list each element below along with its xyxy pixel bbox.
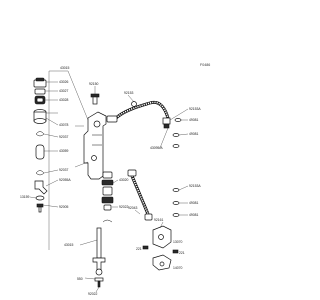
circlip — [102, 219, 113, 223]
diaphragm — [34, 95, 46, 105]
bolts-221 — [142, 245, 179, 254]
label-92043: 92043 — [128, 206, 138, 210]
label-43059: 43059 — [59, 149, 69, 153]
pin-550 — [94, 277, 104, 288]
label-92022: 92022 — [119, 205, 129, 209]
label-92037-upper: 92037 — [59, 135, 69, 139]
label-43078: 43078 — [59, 123, 69, 127]
exploded-parts-diagram: F0486 — [20, 63, 210, 296]
label-92161: 92161 — [154, 218, 164, 222]
label-49081-lower: 49081 — [189, 201, 199, 205]
banjo-bolt-top — [90, 93, 100, 105]
hose-clamp-upper — [35, 131, 45, 137]
reservoir-cap — [33, 77, 47, 88]
label-92150: 92150 — [89, 82, 99, 86]
label-43028: 43028 — [59, 98, 69, 102]
reservoir-tank — [33, 109, 47, 124]
leader-lines — [29, 70, 189, 293]
hose-fitting-top-right — [106, 101, 137, 123]
label-550: 550 — [77, 277, 83, 281]
push-rod — [92, 227, 106, 276]
label-13159: 13159 — [20, 195, 30, 199]
label-92022-bottom: 92022 — [88, 292, 98, 296]
label-49081-upper: 49081 — [189, 118, 199, 122]
label-92153: 92153 — [124, 91, 134, 95]
brake-hose-lower — [127, 169, 153, 221]
hose-clamp-lower — [35, 170, 45, 176]
diaphragm-plate — [34, 88, 46, 95]
oring-13159 — [35, 195, 45, 201]
label-43015: 43015 — [60, 66, 70, 70]
label-92005: 92005 — [59, 205, 69, 209]
washer-set-right-upper — [172, 118, 182, 148]
label-221-left: 221 — [136, 247, 142, 251]
screw-92005 — [36, 203, 44, 213]
diagram-canvas: F0486 — [20, 63, 211, 296]
label-92153a-upper: 92153A — [189, 107, 201, 111]
brake-hose — [115, 100, 171, 129]
label-49081-bottom: 49081 — [189, 213, 199, 217]
label-92055a: 92055A — [59, 178, 71, 182]
hose-fitting — [34, 180, 48, 195]
label-43026: 43026 — [59, 80, 69, 84]
label-43020: 43020 — [119, 178, 129, 182]
left-assembly-bracket — [48, 70, 68, 250]
label-43015-lower: 43015 — [64, 243, 74, 247]
label-13070: 13070 — [173, 240, 183, 244]
label-43095a: 43095/A — [150, 146, 163, 150]
label-14070: 14070 — [173, 266, 183, 270]
label-43027: 43027 — [59, 89, 69, 93]
label-221-right: 221 — [179, 251, 185, 255]
short-hose — [35, 144, 45, 160]
label-92037-lower: 92037 — [59, 168, 69, 172]
master-cylinder-body — [83, 111, 107, 180]
label-49081-mid: 49081 — [189, 132, 199, 136]
label-92153a-lower: 92153A — [189, 184, 201, 188]
piston-assembly — [101, 171, 114, 211]
diagram-code: F0486 — [200, 63, 210, 67]
bracket-13070 — [152, 225, 172, 249]
washer-set-right-lower — [172, 188, 180, 217]
bracket-14070 — [152, 254, 172, 271]
